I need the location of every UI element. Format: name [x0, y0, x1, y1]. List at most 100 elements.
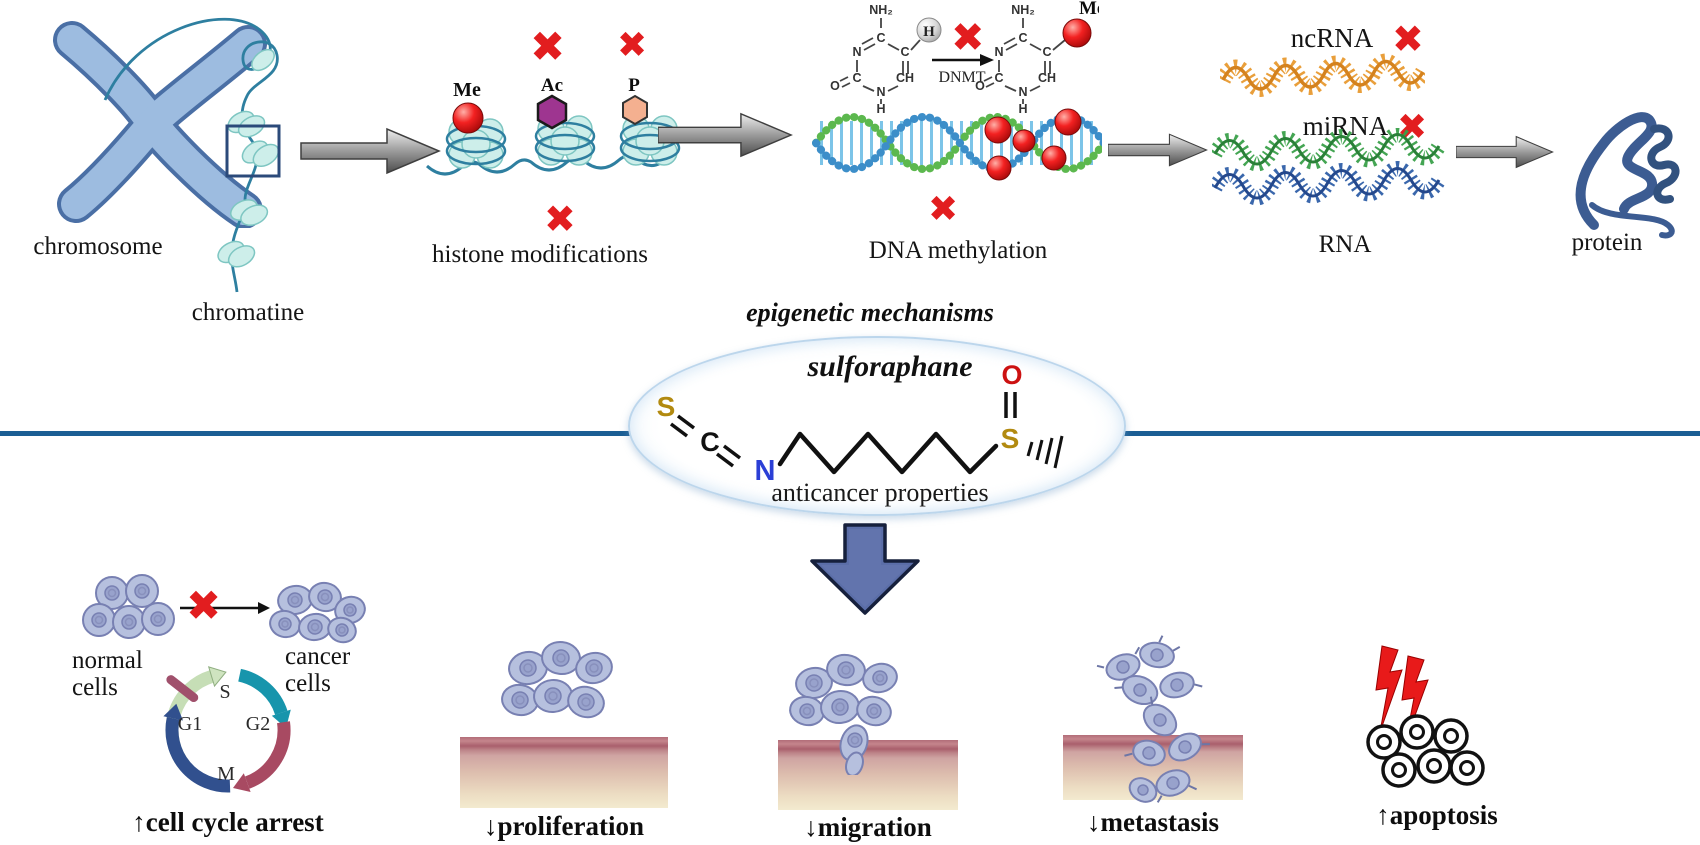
me-substituent-label: Me — [1079, 0, 1099, 19]
svg-text:C: C — [852, 71, 861, 85]
arrest-bar-icon — [166, 675, 199, 703]
methylcytosine-molecule: NH₂ C N C O N H CH C Me — [975, 0, 1099, 116]
svg-text:NH₂: NH₂ — [1011, 3, 1035, 17]
apoptosis-illustration — [1366, 645, 1485, 788]
dnmt-label: DNMT — [938, 69, 985, 86]
normal-cells-label-line2: cells — [72, 674, 118, 701]
ncrna-strand-illustration — [1220, 53, 1425, 97]
svg-text:N: N — [1018, 85, 1027, 99]
methyl-sphere-icon — [1012, 129, 1036, 153]
proliferation-label: ↓proliferation — [484, 811, 644, 841]
protein-label: protein — [1571, 229, 1643, 256]
inhibition-x-icon: ✖ — [544, 197, 576, 241]
methyl-sphere-icon — [1041, 145, 1067, 171]
dnmt-reaction-arrow: DNMT — [932, 54, 994, 86]
metastasis-cells-illustration — [1096, 635, 1210, 803]
svg-text:N: N — [755, 455, 776, 487]
flow-arrow-1-icon — [300, 127, 441, 175]
apoptosis-label: ↑apoptosis — [1376, 800, 1498, 830]
cancer-cells-cluster — [269, 581, 366, 644]
chromosome-illustration — [53, 21, 267, 228]
inhibition-x-icon: ✖ — [928, 189, 959, 230]
svg-text:CH: CH — [1038, 71, 1056, 85]
histone-nucleosomes-illustration: Me Ac P — [426, 78, 681, 176]
svg-text:N: N — [852, 45, 861, 59]
proliferation-cells-illustration — [501, 640, 613, 719]
nucleosome-beads — [217, 48, 280, 268]
p-mark-label: P — [628, 78, 640, 96]
mirna-strands-illustration — [1212, 128, 1446, 206]
svg-text:C: C — [876, 31, 885, 45]
cell-cycle-diagram: G1 S G2 M — [163, 666, 291, 793]
apoptotic-cells — [1366, 714, 1485, 788]
phospho-hexagon-icon — [622, 94, 648, 126]
chromatine-label: chromatine — [191, 299, 305, 326]
normal-to-cancer-cells-illustration — [82, 574, 366, 644]
cell-cycle-arrest-label: ↑cell cycle arrest — [132, 807, 324, 837]
ac-mark-label: Ac — [541, 78, 563, 96]
anticancer-properties-label: anticancer properties — [771, 478, 989, 507]
svg-text:O: O — [1001, 360, 1022, 390]
svg-text:N: N — [876, 85, 885, 99]
rna-label: RNA — [1318, 231, 1372, 258]
inhibition-x-icon: ✖ — [186, 581, 222, 630]
svg-text:H: H — [923, 24, 935, 40]
svg-text:S: S — [1001, 423, 1020, 454]
spiky-cancer-cells — [1096, 635, 1210, 803]
chromatine-illustration — [103, 17, 281, 293]
methyl-sphere-icon — [1054, 108, 1082, 136]
flow-arrow-3-icon — [1108, 133, 1208, 167]
normal-cells-label-line1: normal — [72, 647, 143, 674]
inhibition-x-icon: ✖ — [1392, 17, 1424, 61]
acetyl-hexagon-icon — [536, 94, 568, 130]
methyl-sphere-icon — [986, 155, 1012, 181]
hydrogen-sphere-icon — [916, 17, 942, 43]
histone-modifications-label: histone modifications — [432, 241, 648, 268]
cancer-cells-label-line2: cells — [285, 670, 331, 697]
phase-g2-label: G2 — [246, 713, 270, 735]
cancer-cells-label-line1: cancer — [285, 643, 351, 670]
dna-helix-illustration — [812, 108, 1102, 181]
big-down-arrow-icon — [810, 523, 920, 615]
flow-arrow-2-icon — [658, 112, 793, 158]
metastasis-label: ↓metastasis — [1087, 807, 1219, 837]
lightning-bolt-icon — [1401, 655, 1429, 741]
inhibition-x-icon: ✖ — [530, 22, 566, 71]
svg-text:O: O — [975, 79, 985, 93]
svg-text:NH₂: NH₂ — [869, 3, 893, 17]
inhibition-x-icon: ✖ — [617, 25, 648, 66]
protein-illustration — [1575, 112, 1680, 239]
svg-text:C: C — [700, 427, 720, 457]
epigenetic-mechanisms-label: epigenetic mechanisms — [746, 298, 994, 327]
svg-text:C: C — [900, 45, 909, 59]
svg-text:C: C — [994, 71, 1003, 85]
svg-text:H: H — [876, 102, 885, 116]
mirna-label: miRNA — [1302, 111, 1389, 141]
svg-text:H: H — [1018, 102, 1027, 116]
invading-cell — [839, 724, 869, 775]
me-mark-label: Me — [453, 79, 481, 101]
phase-g1-label: G1 — [178, 713, 202, 735]
nucleosome — [619, 115, 681, 166]
svg-text:C: C — [1042, 45, 1051, 59]
phase-m-label: M — [217, 763, 235, 785]
sulforaphane-oval: sulforaphane anticancer properties S C N… — [628, 336, 1126, 516]
compound-name: sulforaphane — [807, 350, 973, 383]
chromosome-label: chromosome — [33, 233, 163, 260]
methyl-sphere-icon — [1062, 18, 1092, 48]
normal-cells-cluster — [82, 574, 175, 639]
svg-text:O: O — [830, 79, 840, 93]
phase-s-label: S — [219, 681, 230, 703]
zoom-box — [225, 124, 281, 178]
ncrna-label: ncRNA — [1290, 23, 1374, 53]
inhibition-x-icon: ✖ — [951, 15, 985, 61]
tissue-membrane — [460, 737, 668, 808]
svg-text:CH: CH — [896, 71, 914, 85]
migration-label: ↓migration — [804, 812, 932, 842]
sulforaphane-structure: S C N S O — [657, 360, 1064, 487]
tissue-membrane — [778, 740, 958, 810]
lightning-bolt-icon — [1375, 645, 1403, 733]
methyl-sphere-icon — [452, 102, 484, 134]
dna-methylation-label: DNA methylation — [868, 237, 1048, 264]
